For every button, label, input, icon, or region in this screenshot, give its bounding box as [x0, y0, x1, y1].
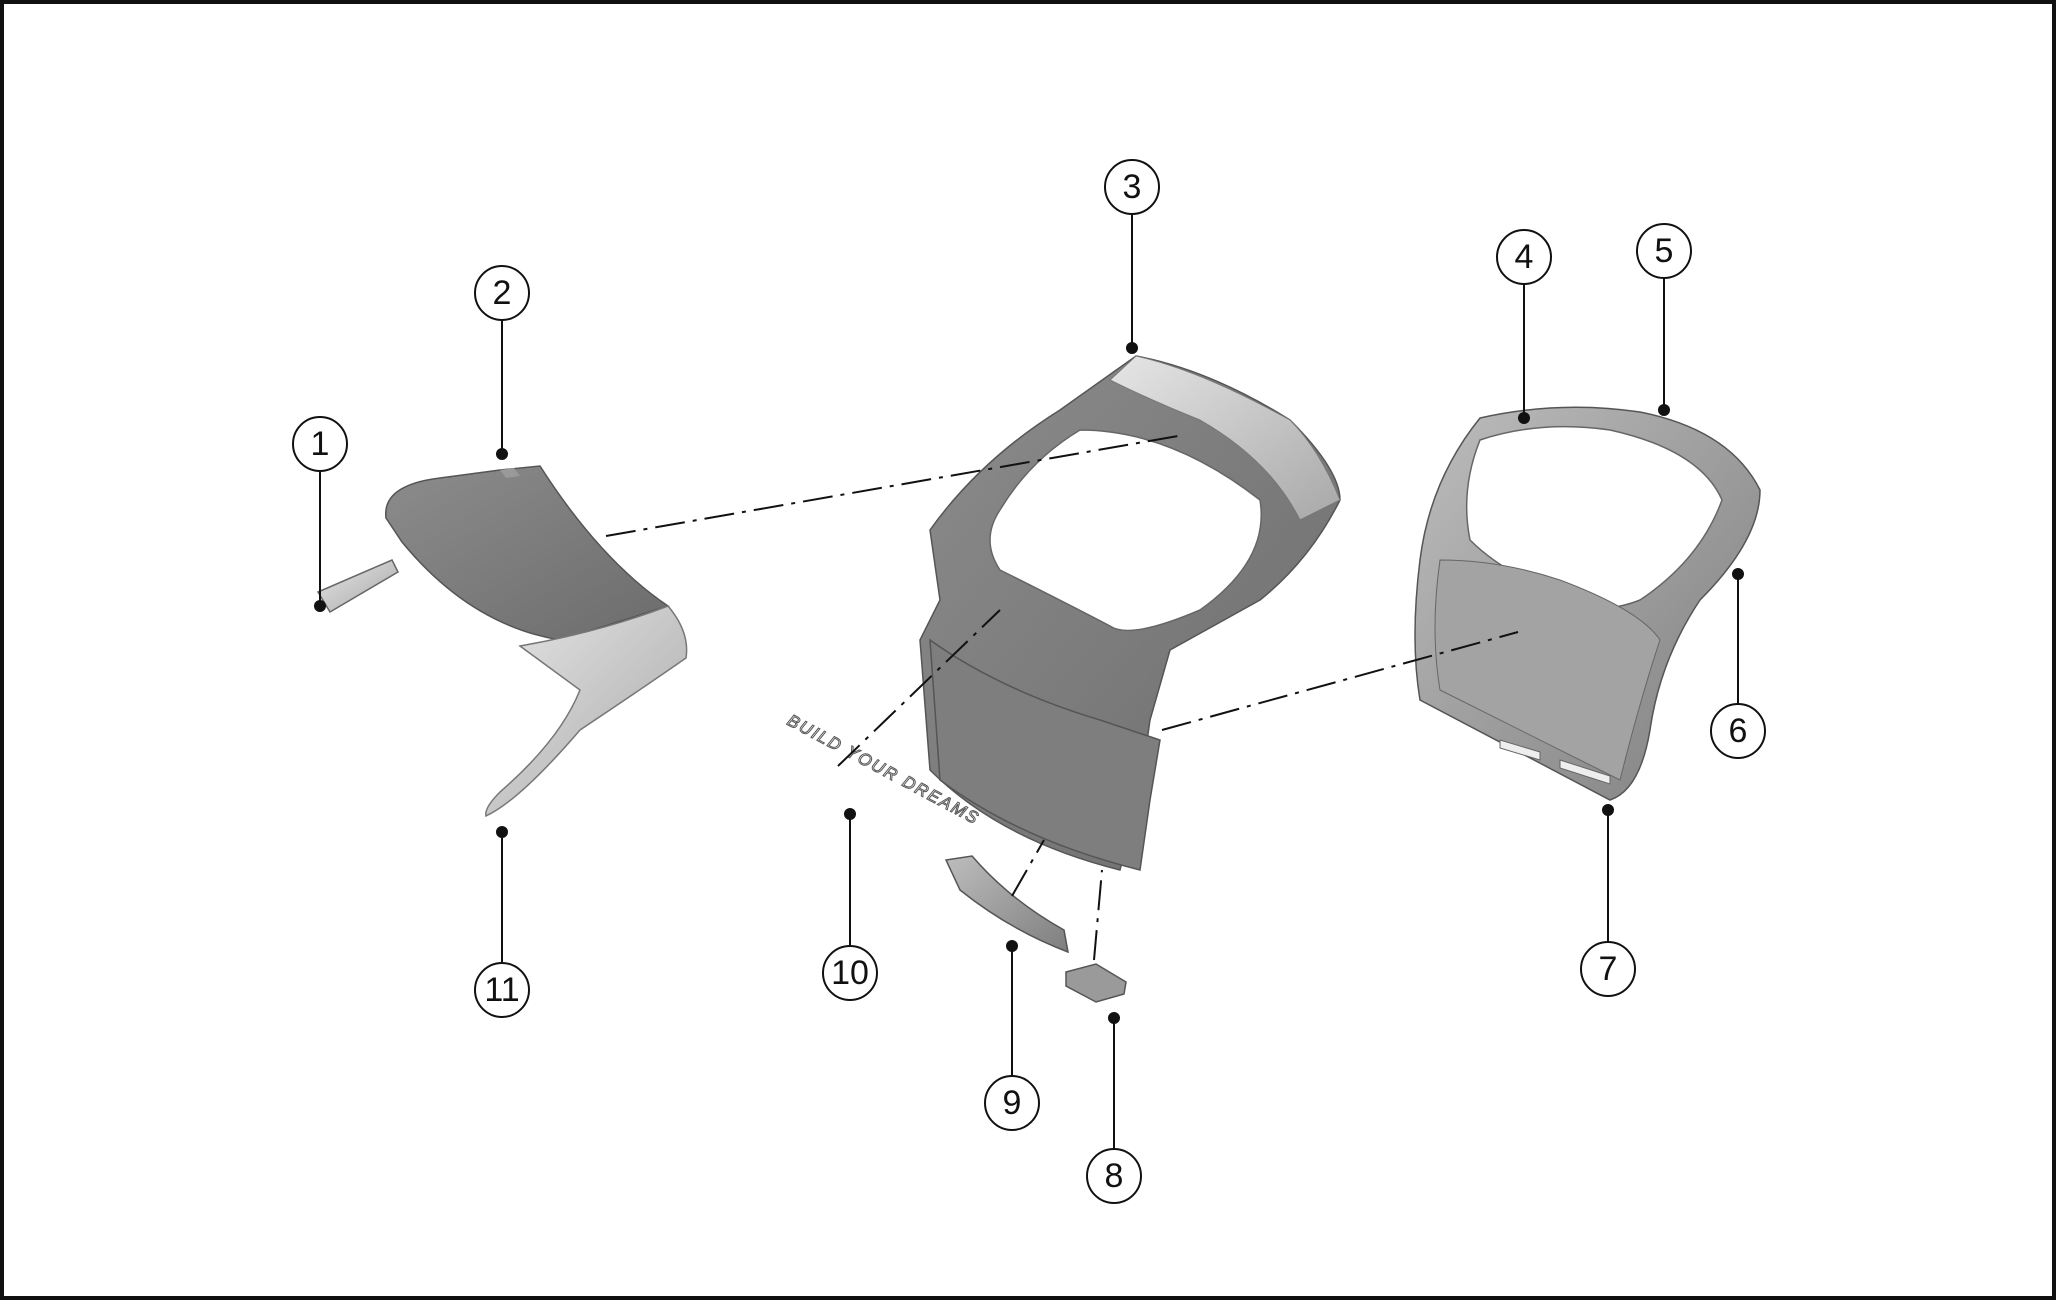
callout-label: 1 [311, 425, 330, 463]
callout-label: 9 [1003, 1084, 1022, 1122]
callout-7: 7 [1580, 804, 1636, 997]
callout-label: 7 [1599, 950, 1618, 988]
alignment-lines [605, 435, 1519, 961]
callout-6: 6 [1710, 568, 1766, 759]
callout-10: 10 [822, 808, 878, 1001]
part-tailgate [919, 355, 1341, 871]
callout-1: 1 [292, 416, 348, 612]
part-left-spoiler [316, 465, 688, 818]
part-license-trim [944, 855, 1069, 954]
callout-label: 3 [1123, 168, 1142, 206]
callout-label: 5 [1655, 232, 1674, 270]
callout-label: 2 [493, 274, 512, 312]
part-inner-trim [1414, 406, 1761, 801]
callout-label: 8 [1105, 1157, 1124, 1195]
callout-label: 10 [831, 954, 869, 992]
callout-label: 4 [1515, 238, 1534, 276]
part-lamp-housing [1065, 963, 1127, 1003]
callouts: 1 2 3 4 5 6 [292, 159, 1766, 1204]
callout-8: 8 [1086, 1012, 1142, 1204]
callout-9: 9 [984, 940, 1040, 1131]
callout-3: 3 [1104, 159, 1160, 354]
callout-label: 6 [1729, 712, 1748, 750]
callout-5: 5 [1636, 223, 1692, 416]
callout-4: 4 [1496, 229, 1552, 424]
callout-2: 2 [474, 265, 530, 460]
callout-11: 11 [474, 826, 530, 1018]
callout-label: 11 [484, 971, 519, 1009]
